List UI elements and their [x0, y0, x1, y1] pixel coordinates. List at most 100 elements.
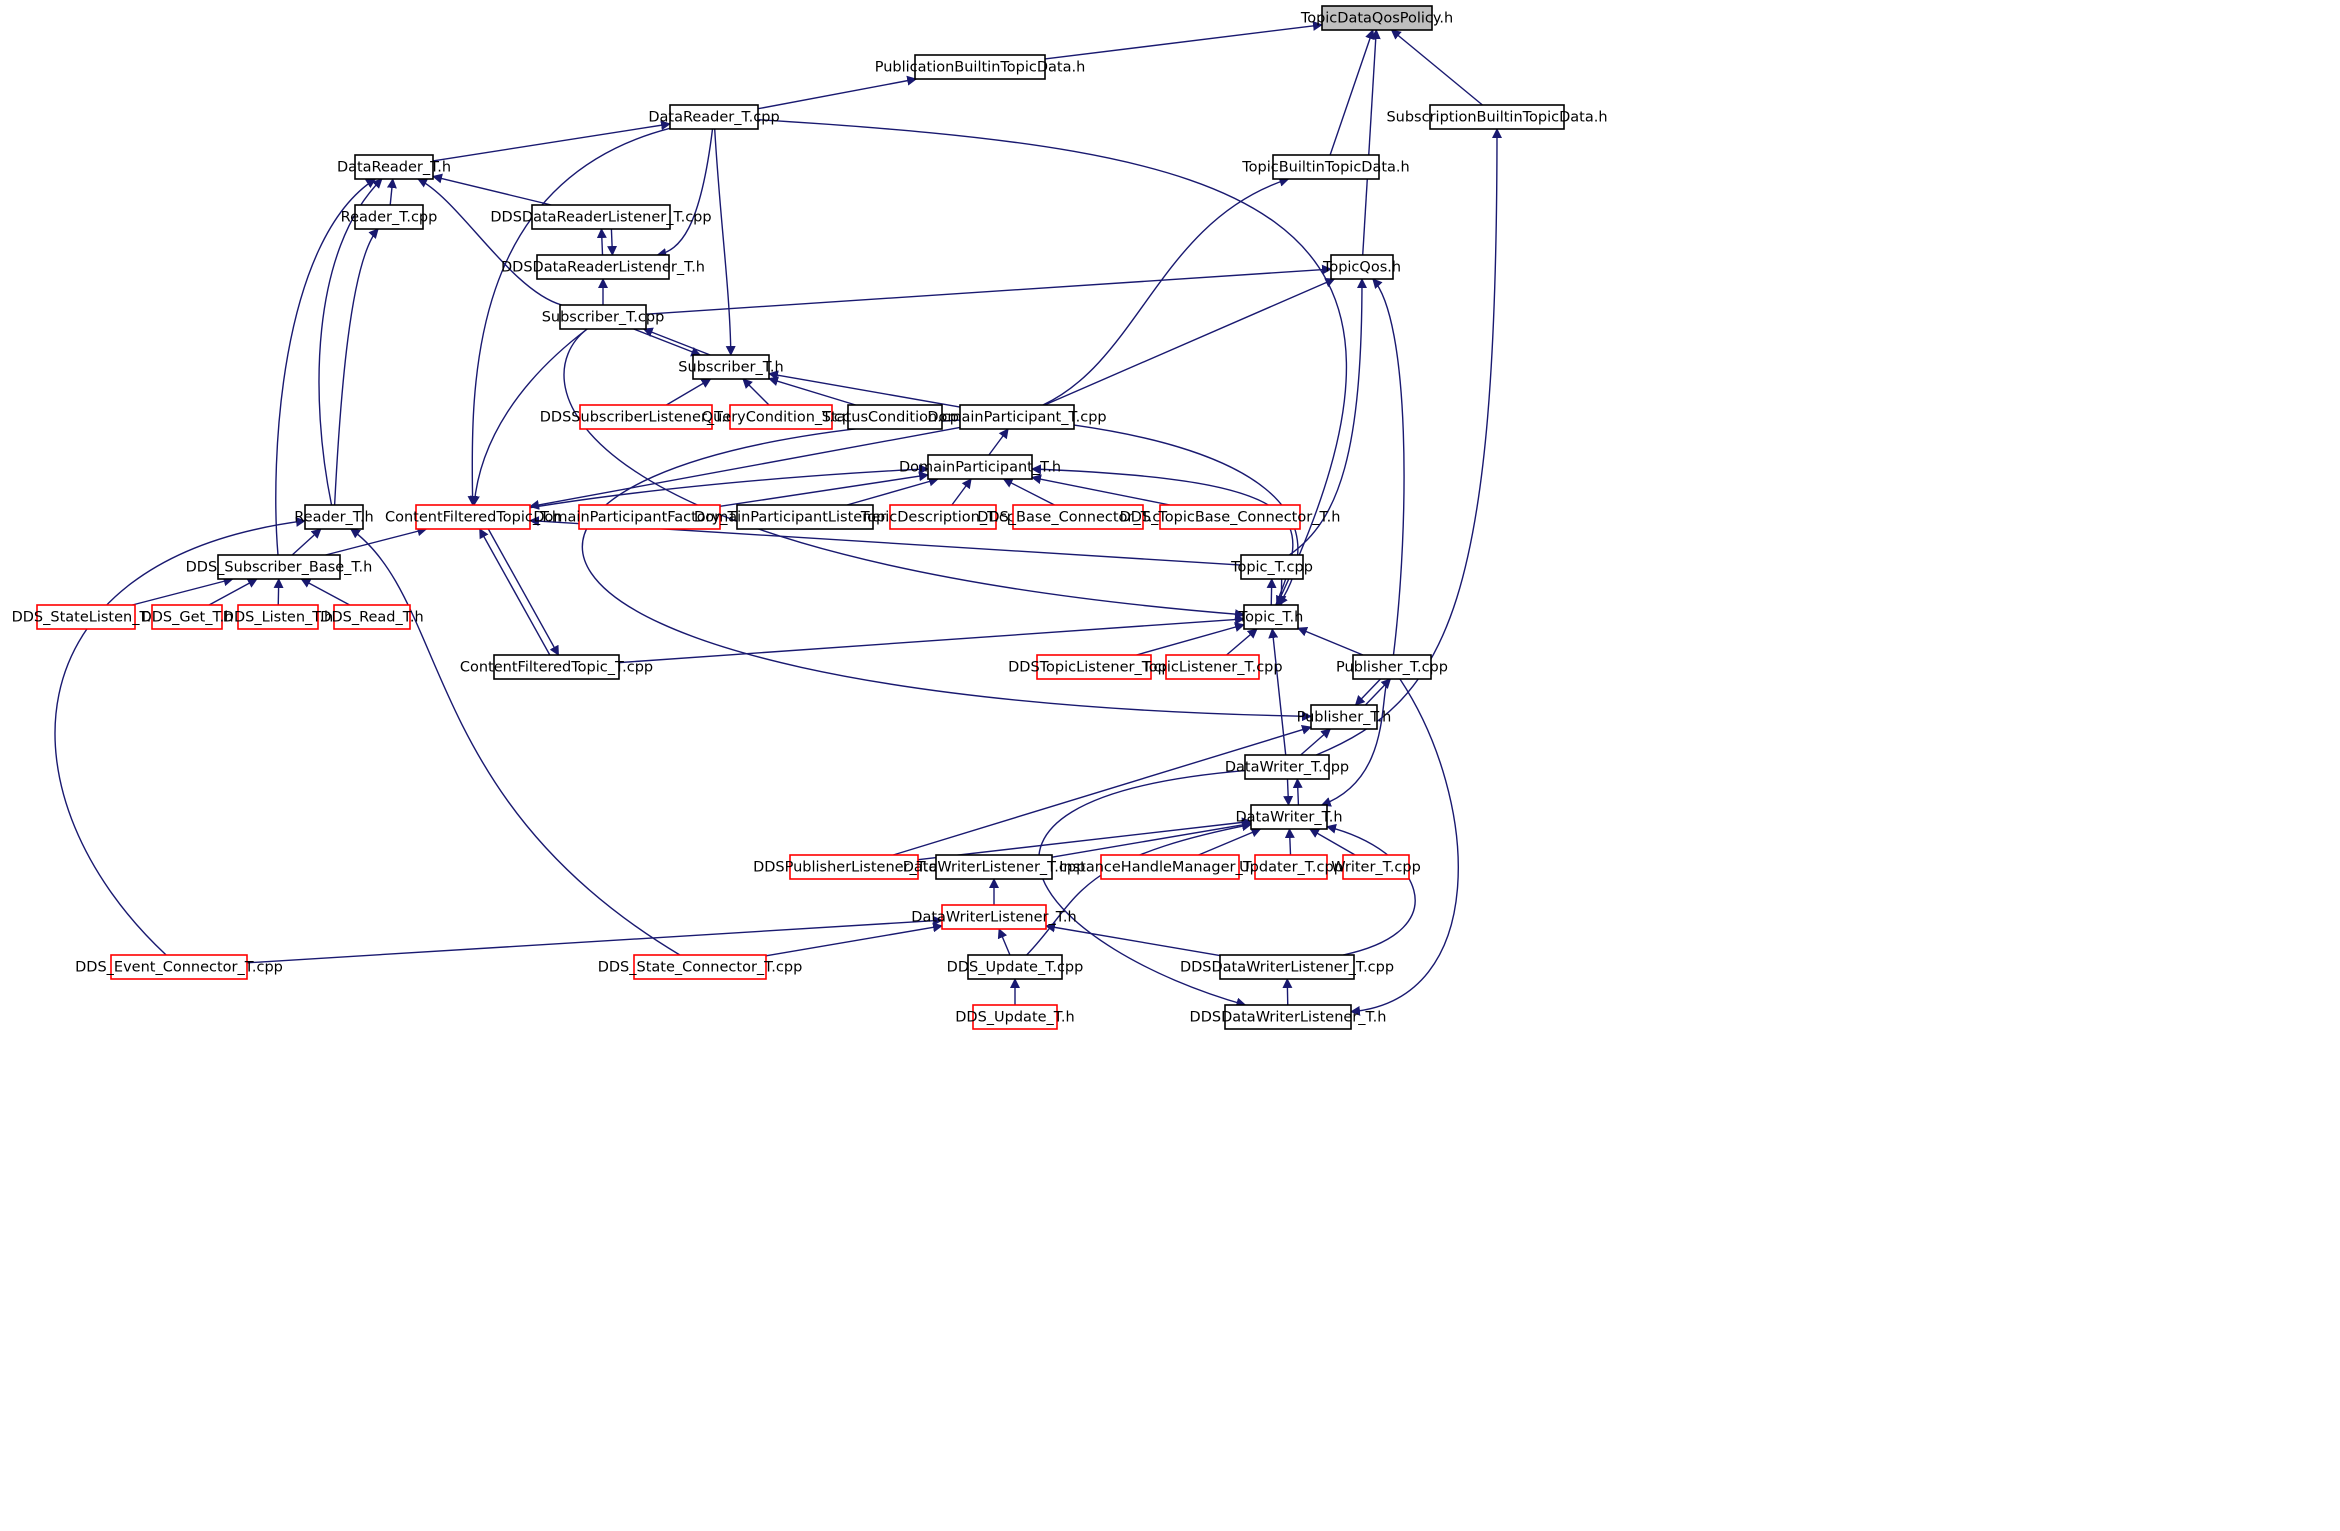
- node-label: DataReader_T.h: [337, 160, 451, 176]
- edge-datareader_t_cpp-to-topic_t_h: [757, 119, 1347, 606]
- node-label: DDS_StateListen_T.h: [12, 610, 161, 626]
- node-updater-t-cpp[interactable]: Updater_T.cpp: [1239, 854, 1343, 880]
- node-domainparticipantlistener-cpp[interactable]: DomainParticipantListener.cpp: [694, 504, 916, 530]
- node-topic-t-cpp[interactable]: Topic_T.cpp: [1230, 554, 1313, 580]
- edge-publisher_t_cpp-to-topic_t_h: [1297, 626, 1364, 656]
- edge-domainparticipantlistener_cpp-to-domainparticipant_t_h: [846, 476, 939, 506]
- edge-domainparticipant_t_h-to-domainparticipant_t_cpp: [988, 428, 1009, 456]
- node-reader-t-cpp[interactable]: Reader_T.cpp: [341, 204, 438, 230]
- edge-ddsdatareaderlistener_t_cpp-to-datareader_t_h: [432, 173, 552, 206]
- edge-contentfilteredtopic_t_cpp-to-contentfilteredtopic_t_h: [479, 528, 551, 656]
- edge-contentfilteredtopic_t_h-to-domainparticipant_t_h: [529, 464, 929, 509]
- node-ddsdatawriterlistener-t-h[interactable]: DDSDataWriterListener_T.h: [1190, 1004, 1387, 1030]
- edge-layer: [54, 20, 1502, 1016]
- node-box: [1244, 754, 1330, 780]
- node-subscriptionbuiltintopicdata-h[interactable]: SubscriptionBuiltinTopicData.h: [1386, 104, 1608, 130]
- node-box: [1036, 654, 1152, 680]
- node-dds-update-t-h[interactable]: DDS_Update_T.h: [955, 1004, 1075, 1030]
- node-ddsdatareaderlistener-t-cpp[interactable]: DDSDataReaderListener_T.cpp: [490, 204, 712, 230]
- node-querycondition-t-cpp[interactable]: QueryCondition_T.cpp: [702, 404, 861, 430]
- node-box: [1330, 254, 1394, 280]
- node-ddsdatareaderlistener-t-h[interactable]: DDSDataReaderListener_T.h: [501, 254, 705, 280]
- node-domainparticipant-t-h[interactable]: DomainParticipant_T.h: [899, 454, 1061, 480]
- node-dds-statelisten-t-h[interactable]: DDS_StateListen_T.h: [12, 604, 161, 630]
- node-datawriter-t-h[interactable]: DataWriter_T.h: [1235, 804, 1343, 830]
- node-box: [1352, 654, 1432, 680]
- node-publisher-t-cpp[interactable]: Publisher_T.cpp: [1336, 654, 1448, 680]
- node-datawriter-t-cpp[interactable]: DataWriter_T.cpp: [1225, 754, 1349, 780]
- node-label: DDSSubscriberListener_T.cpp: [540, 410, 752, 426]
- edge-dds_listen_t_h-to-dds_subscriber_base_t_h: [273, 578, 284, 606]
- node-subscriber-t-cpp[interactable]: Subscriber_T.cpp: [542, 304, 665, 330]
- node-ddstopiclistener-t-cpp[interactable]: DDSTopicListener_T.cpp: [1008, 654, 1180, 680]
- node-topicdescription-t-cpp[interactable]: TopicDescription_T.cpp: [860, 504, 1025, 530]
- node-reader-t-h[interactable]: Reader_T.h: [294, 504, 374, 530]
- node-ddssubscriberlistener-t-cpp[interactable]: DDSSubscriberListener_T.cpp: [540, 404, 752, 430]
- node-domainparticipant-t-cpp[interactable]: DomainParticipant_T.cpp: [927, 404, 1107, 430]
- node-ddspublisherlistener-t-cpp[interactable]: DDSPublisherListener_T.cpp: [753, 854, 955, 880]
- node-label: Reader_T.cpp: [341, 210, 438, 226]
- node-box: [1272, 154, 1380, 180]
- node-box: [536, 254, 670, 280]
- node-label: DataWriterListener_T.cpp: [903, 860, 1086, 876]
- edge-subscriber_t_cpp-to-subscriber_t_h: [633, 328, 702, 357]
- node-dds-read-t-h[interactable]: DDS_Read_T.h: [320, 604, 424, 630]
- node-dds-listen-t-h[interactable]: DDS_Listen_T.h: [223, 604, 333, 630]
- node-topic-t-h[interactable]: Topic_T.h: [1238, 604, 1304, 630]
- node-contentfilteredtopic-t-cpp[interactable]: ContentFilteredTopic_T.cpp: [460, 654, 653, 680]
- node-box: [151, 604, 223, 630]
- node-topicdataqospolicy-h[interactable]: TopicDataQosPolicy.h: [1300, 5, 1453, 31]
- node-layer: TopicDataQosPolicy.hPublicationBuiltinTo…: [12, 5, 1608, 1030]
- node-dds-get-t-h[interactable]: DDS_Get_T.h: [141, 604, 234, 630]
- node-label: DomainParticipant_T.h: [899, 460, 1061, 476]
- node-domainparticipantfactory-t-cpp[interactable]: DomainParticipantFactory_T.cpp: [533, 504, 766, 530]
- edge-contentfilteredtopic_t_h-to-contentfilteredtopic_t_cpp: [487, 528, 560, 656]
- node-box: [736, 504, 874, 530]
- node-writer-t-cpp[interactable]: Writer_T.cpp: [1331, 854, 1421, 880]
- node-label: DDSDataWriterListener_T.h: [1190, 1010, 1387, 1026]
- edge-reader_t_h-to-reader_t_cpp: [333, 228, 379, 506]
- node-label: DomainParticipantListener.cpp: [694, 510, 916, 526]
- node-subscriber-t-h[interactable]: Subscriber_T.h: [678, 354, 784, 380]
- edge-publicationbuiltintopicdata_h-to-topicdataqospolicy_h: [1044, 20, 1323, 60]
- edge-datareader_t_h-to-datareader_t_cpp: [432, 120, 671, 162]
- node-box: [967, 954, 1063, 980]
- node-label: Topic_T.cpp: [1230, 560, 1313, 576]
- node-contentfilteredtopic-t-h[interactable]: ContentFilteredTopic_T.h: [385, 504, 561, 530]
- node-publisher-t-h[interactable]: Publisher_T.h: [1297, 704, 1392, 730]
- node-topiclistener-t-cpp[interactable]: TopicListener_T.cpp: [1141, 654, 1283, 680]
- node-datareader-t-cpp[interactable]: DataReader_T.cpp: [648, 104, 780, 130]
- node-label: Topic_T.h: [1238, 610, 1304, 626]
- node-dds-event-connector-t-cpp[interactable]: DDS_Event_Connector_T.cpp: [75, 954, 283, 980]
- edge-ddsdatareaderlistener_t_cpp-to-ddsdatareaderlistener_t_h: [607, 228, 618, 256]
- node-dds-base-connector-t-cpp[interactable]: DDS_Base_Connector_T.cpp: [977, 504, 1179, 530]
- node-dds-update-t-cpp[interactable]: DDS_Update_T.cpp: [947, 954, 1084, 980]
- node-box: [1243, 604, 1299, 630]
- node-label: DataWriter_T.cpp: [1225, 760, 1349, 776]
- node-topicbuiltintopicdata-h[interactable]: TopicBuiltinTopicData.h: [1241, 154, 1410, 180]
- node-dds-state-connector-t-cpp[interactable]: DDS_State_Connector_T.cpp: [598, 954, 803, 980]
- node-box: [579, 404, 713, 430]
- node-topicqos-h[interactable]: TopicQos.h: [1322, 254, 1401, 280]
- node-instancehandlemanager-t-cpp[interactable]: InstanceHandleManager_T.cpp: [1059, 854, 1281, 880]
- node-label: DDS_Get_T.h: [141, 610, 234, 626]
- node-publicationbuiltintopicdata-h[interactable]: PublicationBuiltinTopicData.h: [875, 54, 1086, 80]
- node-datawriterlistener-t-cpp[interactable]: DataWriterListener_T.cpp: [903, 854, 1086, 880]
- node-datawriterlistener-t-h[interactable]: DataWriterListener_T.h: [911, 904, 1077, 930]
- node-box: [1250, 804, 1328, 830]
- node-box: [1342, 854, 1410, 880]
- edge-updater_t_cpp-to-datawriter_t_h: [1284, 828, 1295, 856]
- node-ddsdatawriterlistener-t-cpp[interactable]: DDSDataWriterListener_T.cpp: [1180, 954, 1394, 980]
- node-dds-subscriber-base-t-h[interactable]: DDS_Subscriber_Base_T.h: [186, 554, 373, 580]
- node-box: [1012, 504, 1144, 530]
- node-label: Publisher_T.h: [1297, 710, 1392, 726]
- node-datareader-t-h[interactable]: DataReader_T.h: [337, 154, 451, 180]
- node-label: DDSTopicListener_T.cpp: [1008, 660, 1180, 676]
- node-dds-topicbase-connector-t-h[interactable]: DDS_TopicBase_Connector_T.h: [1120, 504, 1341, 530]
- node-box: [1100, 854, 1240, 880]
- node-label: DDS_TopicBase_Connector_T.h: [1120, 510, 1341, 526]
- edge-dds_subscriber_base_t_h-to-reader_t_h: [291, 528, 322, 556]
- edge-topic_t_h-to-topic_t_cpp: [1266, 578, 1277, 606]
- node-statuscondition-cpp[interactable]: StatusCondition.cpp: [822, 404, 968, 430]
